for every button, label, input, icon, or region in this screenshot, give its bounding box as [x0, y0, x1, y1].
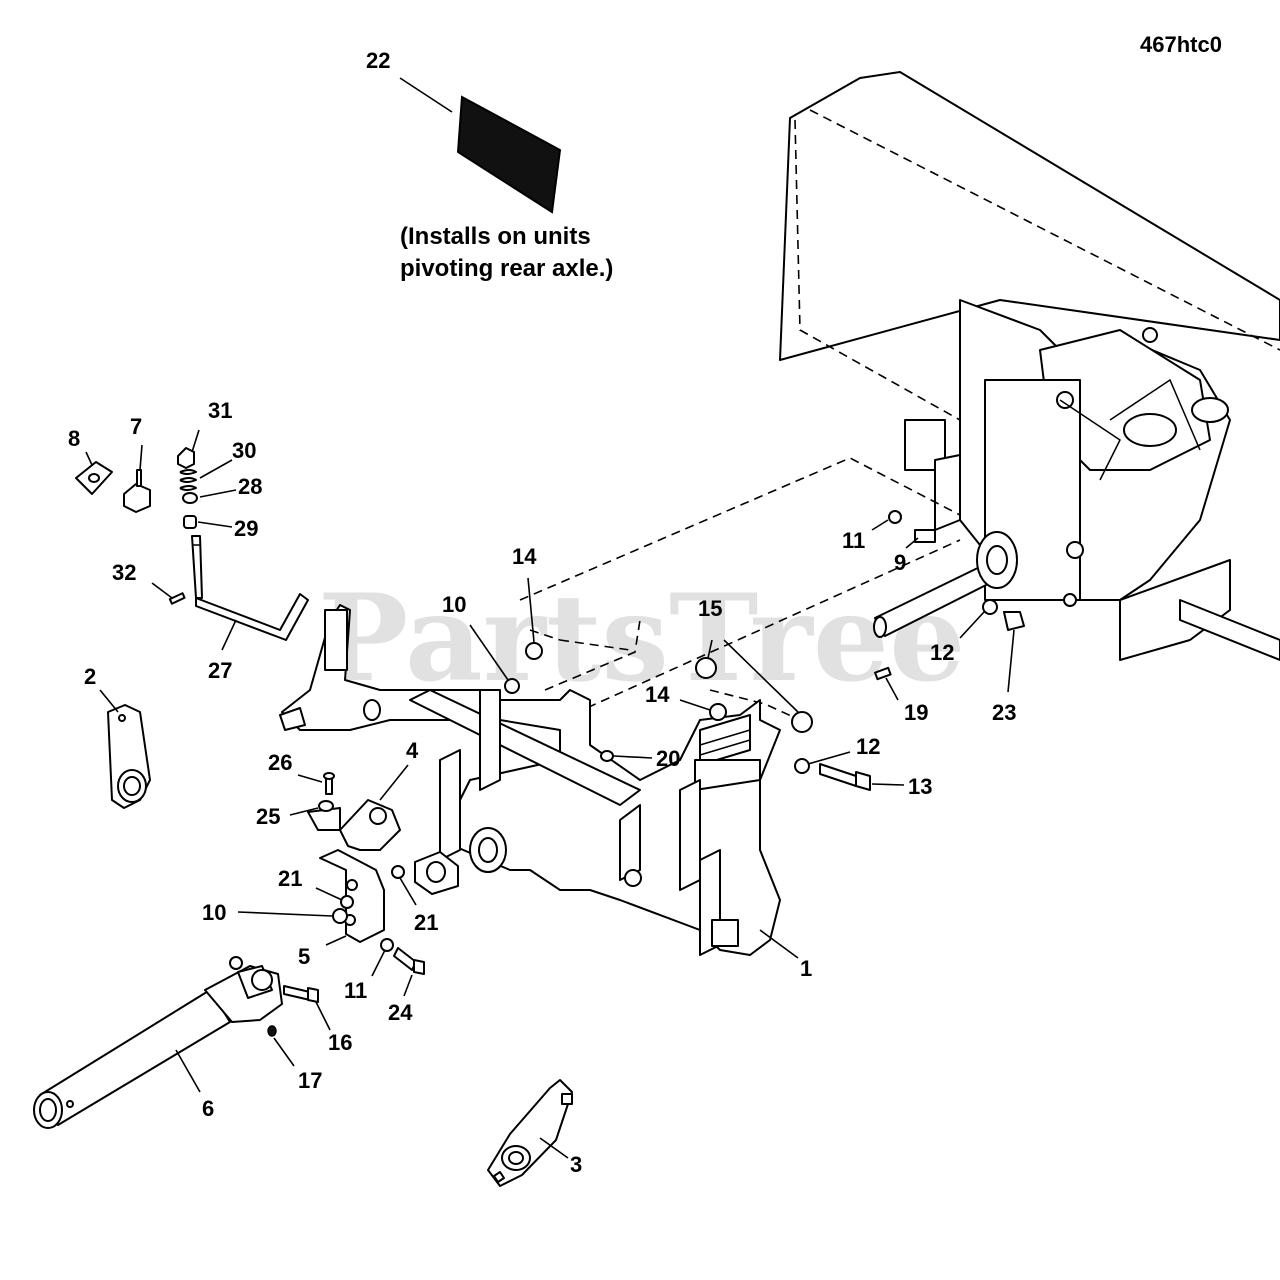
callout-12-right: 12	[930, 640, 954, 665]
pin-part-32[interactable]	[168, 592, 186, 605]
spacer-part-15b[interactable]	[791, 711, 813, 733]
callout-4: 4	[406, 738, 419, 763]
callout-2: 2	[84, 664, 96, 689]
callout-3: 3	[570, 1152, 582, 1177]
rod-part-27[interactable]	[191, 535, 309, 641]
bolt-part-9[interactable]	[914, 529, 936, 543]
arm-part-3[interactable]	[487, 1079, 573, 1187]
drive-shaft-rear	[873, 531, 1018, 638]
nut-part-10-shaft[interactable]	[229, 956, 243, 970]
diagram-code: 467htc0	[1140, 32, 1222, 57]
bracket-part-4[interactable]	[307, 799, 401, 851]
washer-part-28[interactable]	[182, 492, 198, 504]
callout-21-left: 21	[278, 866, 302, 891]
callout-22: 22	[366, 48, 390, 73]
washer-part-11-top[interactable]	[888, 510, 902, 524]
callout-31: 31	[208, 398, 232, 423]
callout-30: 30	[232, 438, 256, 463]
note-line-1: (Installs on units	[400, 223, 591, 250]
watermark: PartsTree	[318, 568, 965, 709]
spacer-part-15a[interactable]	[695, 657, 717, 679]
callout-11-lower: 11	[344, 978, 367, 1003]
callout-23: 23	[992, 700, 1016, 725]
bolt-part-23[interactable]	[1003, 611, 1025, 631]
callout-13: 13	[908, 774, 932, 799]
arm-part-2[interactable]	[107, 704, 151, 809]
nut-part-31[interactable]	[177, 447, 195, 469]
spring-part-30[interactable]	[179, 469, 197, 491]
screw-part-20[interactable]	[600, 750, 614, 762]
washer-part-25[interactable]	[318, 800, 334, 812]
bracket-part-5[interactable]	[319, 849, 385, 943]
washer-part-12-mid[interactable]	[794, 758, 810, 774]
callout-29: 29	[234, 516, 258, 541]
callout-26: 26	[268, 750, 292, 775]
nut-part-21-left[interactable]	[340, 895, 354, 909]
callout-7: 7	[130, 414, 142, 439]
callout-27: 27	[208, 658, 232, 683]
leader-lines	[85, 429, 1015, 1159]
drive-shaft-part-6[interactable]	[33, 965, 283, 1129]
callout-24: 24	[388, 1000, 413, 1025]
note-line-2: pivoting rear axle.)	[400, 255, 613, 282]
spacer-part-29[interactable]	[183, 515, 197, 529]
nut-part-10-lower[interactable]	[332, 908, 348, 924]
callout-6: 6	[202, 1096, 214, 1121]
callout-5: 5	[298, 944, 310, 969]
callout-8: 8	[68, 426, 80, 451]
pin-part-19[interactable]	[874, 666, 892, 681]
callout-14-top: 14	[512, 544, 537, 569]
callout-32: 32	[112, 560, 136, 585]
bolt-part-26[interactable]	[323, 772, 335, 795]
callout-21-right: 21	[414, 910, 438, 935]
callout-20: 20	[656, 746, 680, 771]
callout-12-mid: 12	[856, 734, 880, 759]
hitch-frame-part-1[interactable]	[279, 604, 781, 956]
callout-19: 19	[904, 700, 928, 725]
callout-labels: 22 31 7 8 30 28 29 32 27 2 14 10 15 14 2…	[68, 48, 1016, 1177]
bolt-part-24[interactable]	[393, 947, 425, 975]
callout-11-top: 11	[842, 528, 865, 553]
callout-17: 17	[298, 1068, 322, 1093]
callout-9: 9	[894, 550, 906, 575]
nut-part-10-top[interactable]	[504, 678, 520, 694]
flange-bearing	[414, 851, 459, 895]
bearing-part-12[interactable]	[982, 599, 998, 615]
switch-part-7[interactable]	[123, 469, 151, 513]
nut-part-21-right[interactable]	[391, 865, 405, 879]
callout-1: 1	[800, 956, 812, 981]
bolt-part-13[interactable]	[819, 763, 871, 791]
callout-28: 28	[238, 474, 262, 499]
callout-10-lower: 10	[202, 900, 226, 925]
callout-10-top: 10	[442, 592, 466, 617]
pin-part-17[interactable]	[267, 1025, 277, 1037]
decal-part-22[interactable]	[456, 95, 562, 214]
nut-part-14-mid[interactable]	[709, 703, 727, 721]
callout-25: 25	[256, 804, 280, 829]
nut-part-14-top[interactable]	[525, 642, 543, 660]
washer-part-11-lower[interactable]	[380, 938, 394, 952]
callout-14-mid: 14	[645, 682, 670, 707]
plate-part-8[interactable]	[75, 461, 113, 495]
callout-16: 16	[328, 1030, 352, 1055]
callout-15: 15	[698, 596, 722, 621]
bolt-part-16[interactable]	[283, 985, 319, 1003]
